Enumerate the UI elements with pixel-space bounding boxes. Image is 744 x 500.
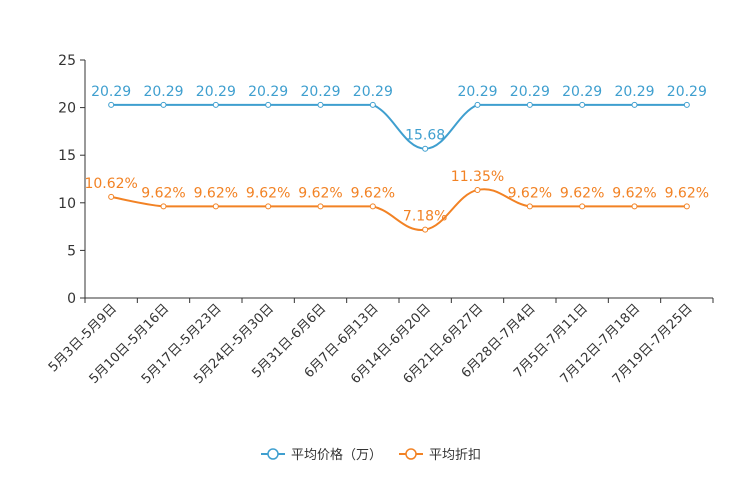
data-point	[422, 145, 429, 152]
data-point	[317, 101, 324, 108]
data-label: 9.62%	[141, 185, 185, 201]
y-tick-label: 15	[58, 148, 76, 164]
data-point	[474, 101, 481, 108]
legend-item[interactable]: 平均价格（万）	[261, 447, 382, 463]
data-label: 9.62%	[194, 185, 238, 201]
data-label: 20.29	[510, 84, 550, 100]
data-label: 9.62%	[298, 185, 342, 201]
data-point	[683, 101, 690, 108]
data-label: 20.29	[248, 84, 288, 100]
data-point	[160, 101, 167, 108]
data-point	[212, 101, 219, 108]
series-layer: 20.29 20.29 20.29 20.29 20.29 20.29 15.68 20.29…	[84, 84, 709, 233]
data-point	[265, 203, 272, 210]
legend-label: 平均价格（万）	[291, 447, 382, 463]
y-tick-label: 25	[58, 53, 76, 69]
y-tick-label: 10	[58, 196, 76, 212]
data-label: 20.29	[667, 84, 707, 100]
legend-item[interactable]: 平均折扣	[399, 448, 481, 463]
legend-circle-marker	[267, 448, 279, 460]
data-point	[108, 101, 115, 108]
data-point	[422, 226, 429, 233]
data-label: 20.29	[91, 84, 131, 100]
legend-label: 平均折扣	[429, 448, 481, 463]
data-label: 11.35%	[451, 169, 504, 185]
data-label: 9.62%	[612, 185, 656, 201]
axes: 05101520255月3日-5月9日5月10日-5月16日5月17日-5月23…	[46, 53, 714, 387]
data-point	[526, 203, 533, 210]
legend-circle-marker	[405, 448, 417, 460]
data-label: 20.29	[300, 84, 340, 100]
data-point	[474, 186, 481, 193]
data-point	[265, 101, 272, 108]
data-point	[369, 101, 376, 108]
data-label: 20.29	[353, 84, 393, 100]
data-label: 20.29	[143, 84, 183, 100]
series-line-1	[111, 103, 687, 150]
data-point	[526, 101, 533, 108]
data-label: 7.18%	[403, 209, 447, 225]
data-label: 9.62%	[560, 185, 604, 201]
data-point	[212, 203, 219, 210]
data-label: 9.62%	[665, 185, 709, 201]
data-point	[631, 101, 638, 108]
data-label: 10.62%	[84, 176, 137, 192]
data-point	[108, 193, 115, 200]
data-label: 9.62%	[246, 185, 290, 201]
y-tick-label: 20	[58, 101, 76, 117]
data-label: 20.29	[457, 84, 497, 100]
data-point	[683, 203, 690, 210]
data-label: 20.29	[614, 84, 654, 100]
data-label: 9.62%	[351, 185, 395, 201]
data-label: 20.29	[562, 84, 602, 100]
legend[interactable]: 平均价格（万） 平均折扣	[261, 447, 481, 463]
data-point	[317, 203, 324, 210]
data-label: 20.29	[196, 84, 236, 100]
data-point	[579, 101, 586, 108]
data-point	[579, 203, 586, 210]
data-label: 9.62%	[508, 185, 552, 201]
data-label: 15.68	[405, 128, 445, 144]
y-tick-label: 0	[67, 291, 76, 307]
data-point	[631, 203, 638, 210]
data-point	[160, 203, 167, 210]
data-point	[369, 203, 376, 210]
y-tick-label: 5	[67, 243, 76, 259]
